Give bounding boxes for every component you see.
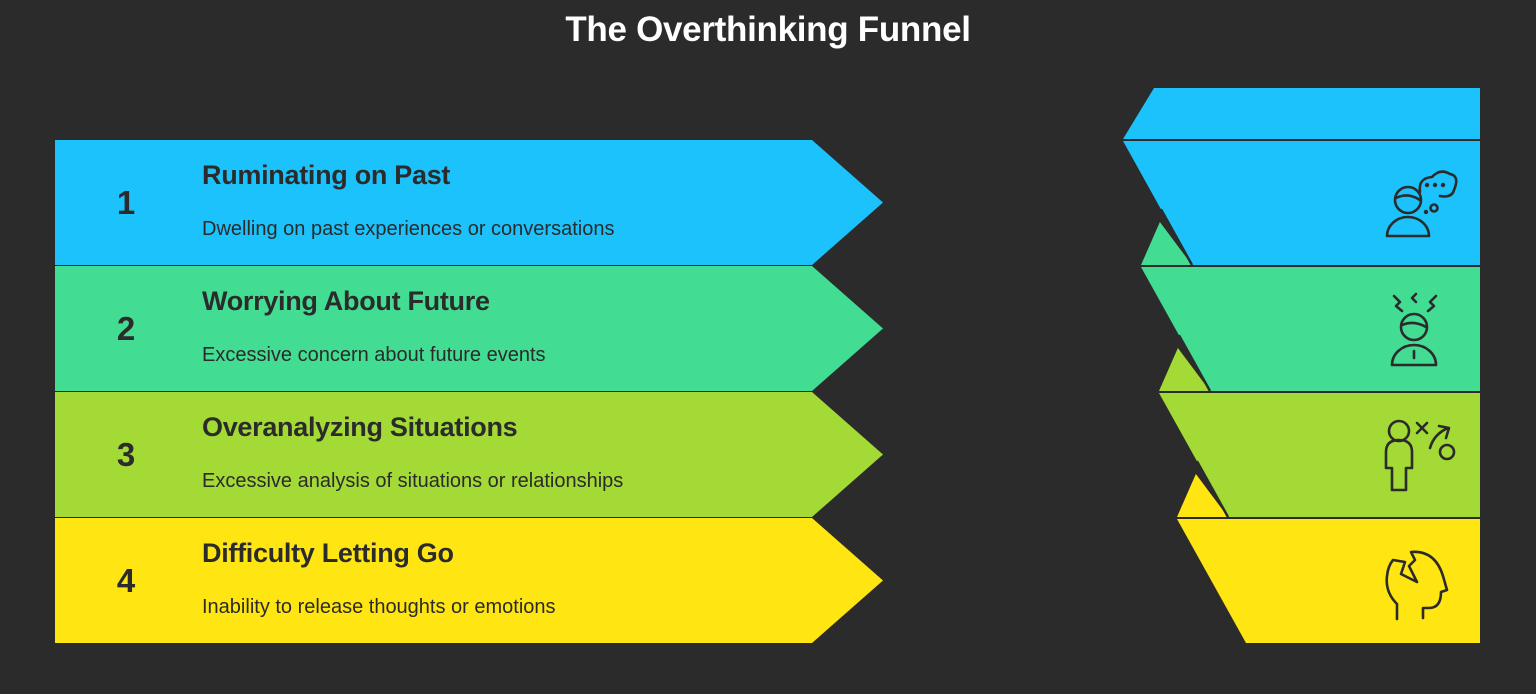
- stage-description: Inability to release thoughts or emotion…: [202, 596, 556, 618]
- stage-number: 1: [116, 184, 136, 221]
- stage-arrow-1: [55, 140, 883, 265]
- stage-label: Overanalyzing Situations: [202, 412, 518, 442]
- stage-arrow-4: [55, 518, 883, 643]
- stage-item: 4 Difficulty Letting Go Inability to rel…: [0, 518, 800, 643]
- funnel-band-3: [1159, 393, 1480, 517]
- stage-arrow-2: [55, 266, 883, 391]
- stage-label: Worrying About Future: [202, 286, 490, 316]
- stage-arrow-3: [55, 392, 883, 517]
- funnel-graphic: [1123, 88, 1480, 643]
- broken-head-icon: [1385, 550, 1449, 621]
- stage-description: Excessive analysis of situations or rela…: [202, 470, 624, 492]
- stage-label: Ruminating on Past: [202, 160, 451, 190]
- funnel-top-cap: [1123, 88, 1480, 139]
- funnel-band-4: [1177, 519, 1480, 643]
- stage-description: Excessive concern about future events: [202, 344, 546, 366]
- stage-number: 4: [116, 562, 136, 599]
- funnel-edge-line: [1195, 460, 1230, 518]
- funnel-edge-line: [1159, 208, 1194, 266]
- stage-item: 2 Worrying About Future Excessive concer…: [0, 266, 800, 391]
- stage-arrows: [55, 140, 883, 643]
- stage-label: Difficulty Letting Go: [202, 538, 454, 568]
- stressed-person-icon: [1390, 292, 1438, 367]
- stage-item: 1 Ruminating on Past Dwelling on past ex…: [0, 140, 800, 265]
- stage-item: 3 Overanalyzing Situations Excessive ana…: [0, 392, 800, 517]
- funnel-edge-line: [1177, 334, 1212, 392]
- funnel-notch-4: [1177, 474, 1228, 517]
- stage-number: 3: [116, 436, 136, 473]
- stage-description: Dwelling on past experiences or conversa…: [202, 218, 615, 240]
- funnel-band-1: [1123, 141, 1480, 265]
- funnel-notch-3: [1159, 348, 1210, 391]
- stage-number: 2: [116, 310, 136, 347]
- person-strategy-icon: [1384, 419, 1456, 492]
- funnel-notch-2: [1141, 222, 1192, 265]
- diagram-title: The Overthinking Funnel: [565, 10, 971, 49]
- person-thought-bubble-icon: [1385, 170, 1458, 238]
